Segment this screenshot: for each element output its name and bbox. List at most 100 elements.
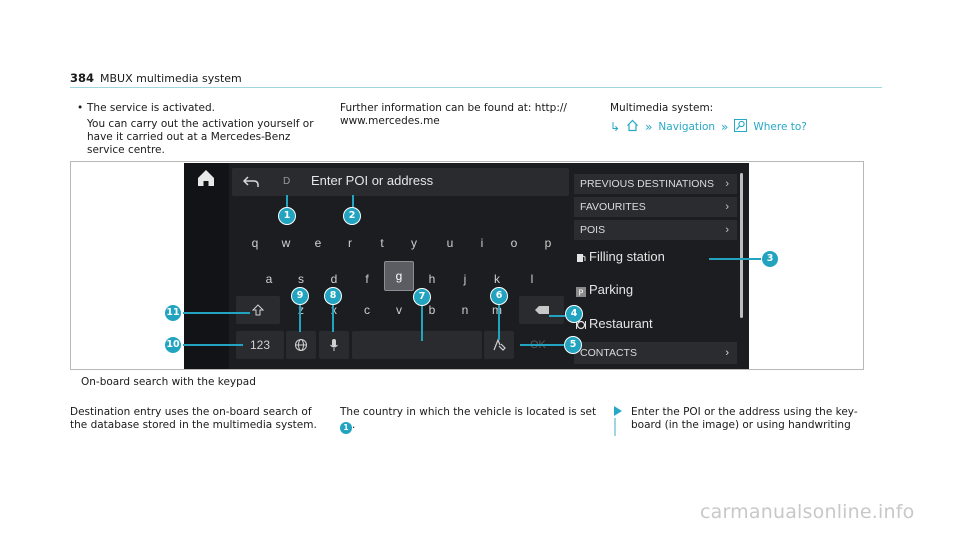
nav-path-navigation: Navigation — [658, 120, 716, 133]
key-i[interactable]: i — [480, 236, 484, 250]
menu-pois[interactable]: POIS › — [574, 220, 737, 240]
callout-line-2 — [352, 195, 354, 207]
callout-11: 11 — [164, 304, 182, 322]
callout-1: 1 — [278, 207, 296, 225]
home-icon[interactable] — [195, 167, 217, 189]
key-h[interactable]: h — [428, 272, 436, 286]
callout-line-7 — [421, 305, 423, 341]
callout-line-5 — [520, 344, 564, 346]
key-d[interactable]: d — [330, 272, 338, 286]
chevron-double-icon: » — [645, 119, 653, 134]
language-key[interactable] — [286, 331, 316, 359]
key-w[interactable]: w — [281, 236, 291, 250]
chevron-right-icon: › — [725, 178, 729, 190]
menu-contacts[interactable]: CONTACTS › — [574, 342, 737, 364]
callout-line-9 — [299, 304, 301, 332]
callout-9: 9 — [291, 287, 309, 305]
country-line-2: 1. — [340, 419, 596, 434]
key-s[interactable]: s — [298, 272, 304, 286]
chevron-right-icon: › — [725, 201, 729, 213]
page-header-title: MBUX multimedia system — [100, 72, 242, 85]
callout-line-4 — [549, 315, 565, 317]
menu-label: POIS — [580, 224, 606, 236]
key-v[interactable]: v — [396, 303, 402, 317]
voice-key[interactable] — [319, 331, 349, 359]
destination-entry-line: the database stored in the multimedia sy… — [70, 419, 317, 431]
key-p[interactable]: p — [544, 236, 552, 250]
poi-parking[interactable]: Parking — [589, 282, 634, 297]
key-m[interactable]: m — [492, 303, 502, 317]
menu-label: CONTACTS — [580, 347, 637, 359]
key-c[interactable]: c — [364, 303, 370, 317]
key-j[interactable]: j — [463, 272, 467, 286]
poi-filling-station[interactable]: Filling station — [589, 249, 665, 264]
key-n[interactable]: n — [461, 303, 469, 317]
globe-icon — [295, 339, 307, 351]
back-icon[interactable] — [242, 175, 260, 189]
callout-line-1 — [286, 195, 288, 207]
key-u[interactable]: u — [446, 236, 454, 250]
callout-8: 8 — [324, 287, 342, 305]
handwriting-icon — [493, 338, 506, 351]
destination-entry-paragraph: Destination entry uses the on-board sear… — [70, 406, 317, 432]
enter-poi-line: Enter the POI or the address using the k… — [631, 406, 858, 418]
activation-paragraph: You can carry out the activation yoursel… — [87, 118, 314, 157]
space-key[interactable] — [352, 331, 482, 359]
key-l[interactable]: l — [530, 272, 534, 286]
key-b[interactable]: b — [428, 303, 436, 317]
multimedia-screen: D Enter POI or address q w e r t y u i o… — [184, 163, 749, 369]
key-a[interactable]: a — [265, 272, 273, 286]
key-z[interactable]: z — [298, 303, 304, 317]
key-q[interactable]: q — [251, 236, 259, 250]
activation-line: service centre. — [87, 144, 165, 156]
numbers-key[interactable]: 123 — [236, 331, 284, 359]
step-arrow-icon: ↳ — [610, 119, 621, 134]
callout-line-11 — [183, 312, 250, 314]
key-t[interactable]: t — [380, 236, 384, 250]
callout-5: 5 — [564, 336, 582, 354]
key-x[interactable]: x — [331, 303, 337, 317]
menu-favourites[interactable]: FAVOURITES › — [574, 197, 737, 217]
country-code-label: D — [283, 176, 291, 187]
destination-entry-line: Destination entry uses the on-board sear… — [70, 406, 312, 418]
callout-7: 7 — [413, 288, 431, 306]
backspace-icon — [534, 306, 549, 314]
page-number: 384 — [70, 71, 95, 85]
callout-line-8 — [332, 304, 334, 332]
further-info-line: www.mercedes.me — [340, 115, 440, 127]
key-r[interactable]: r — [348, 236, 352, 250]
enter-poi-step: Enter the POI or the address using the k… — [631, 406, 858, 432]
menu-label: FAVOURITES — [580, 201, 646, 213]
callout-6: 6 — [490, 287, 508, 305]
handwriting-key[interactable] — [484, 331, 514, 359]
poi-restaurant[interactable]: Restaurant — [589, 316, 653, 331]
key-e[interactable]: e — [314, 236, 322, 250]
enter-poi-line: board (in the image) or using handwritin… — [631, 419, 851, 431]
scrollbar[interactable] — [740, 173, 743, 318]
chevron-right-icon: › — [725, 224, 729, 236]
callout-line-6 — [498, 304, 500, 340]
callout-3: 3 — [761, 250, 779, 268]
search-input[interactable]: D Enter POI or address — [232, 168, 569, 196]
activation-line: You can carry out the activation yoursel… — [87, 118, 314, 130]
shift-icon — [251, 304, 265, 316]
key-k[interactable]: k — [494, 272, 500, 286]
key-f[interactable]: f — [365, 272, 369, 286]
menu-previous-destinations[interactable]: PREVIOUS DESTINATIONS › — [574, 174, 737, 194]
shift-key[interactable] — [236, 296, 280, 324]
backspace-key[interactable] — [519, 296, 564, 324]
further-info-paragraph: Further information can be found at: htt… — [340, 102, 567, 128]
step-triangle-icon — [614, 406, 622, 416]
home-icon — [626, 119, 639, 136]
key-y[interactable]: y — [411, 236, 417, 250]
key-o[interactable]: o — [510, 236, 518, 250]
callout-line-3 — [709, 258, 761, 260]
fuel-icon — [577, 254, 586, 262]
search-icon — [734, 118, 748, 136]
search-input-placeholder: Enter POI or address — [311, 173, 434, 188]
country-paragraph: The country in which the vehicle is loca… — [340, 406, 596, 434]
figure-caption: On-board search with the keypad — [81, 376, 256, 388]
multimedia-label: Multimedia system: — [610, 102, 714, 114]
screen-sidebar — [184, 163, 229, 369]
key-g-selected[interactable]: g — [384, 261, 414, 291]
